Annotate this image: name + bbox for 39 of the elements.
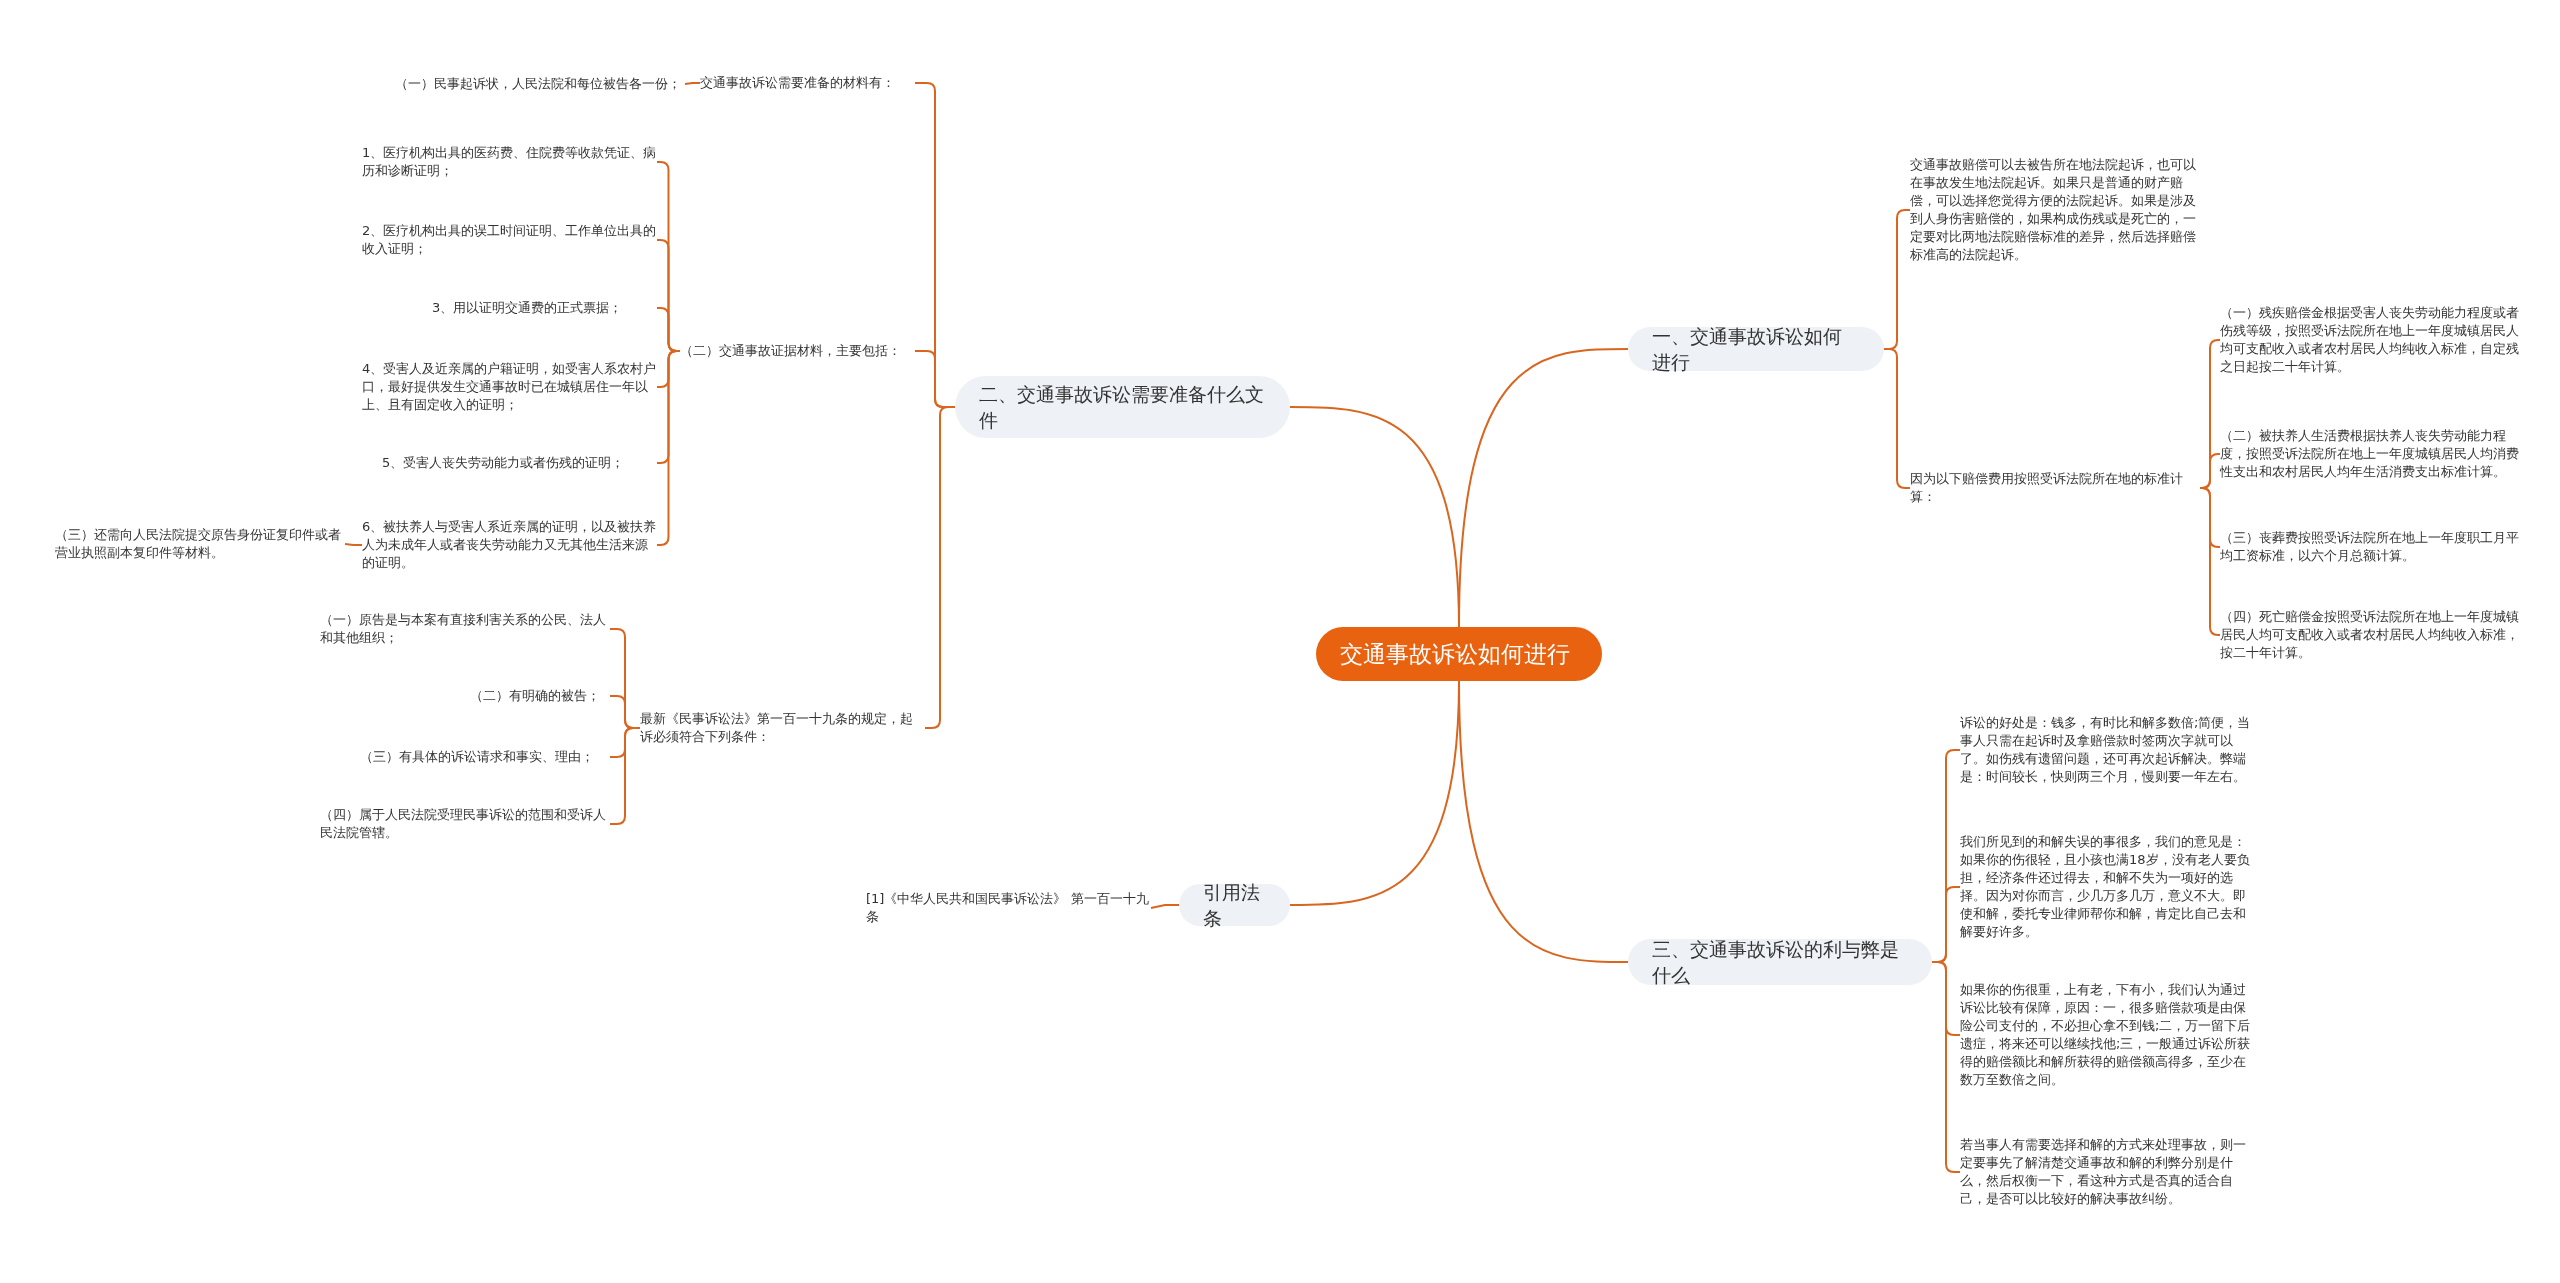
note-text: （一）民事起诉状，人民法院和每位被告各一份； <box>395 62 685 106</box>
topic-pill: 引用法条 <box>1179 884 1290 926</box>
connector-line <box>1289 406 1460 628</box>
connector-line <box>684 82 701 85</box>
note-text: 4、受害人及近亲属的户籍证明，如受害人系农村户口，最好提供发生交通事故时已在城镇居住一年以上、且有固定收入的证明； <box>362 356 657 418</box>
connector-line <box>1150 904 1180 909</box>
note-text: [1]《中华人民共和国民事诉讼法》 第一百一十九条 <box>866 886 1151 930</box>
note-text: （四）属于人民法院受理民事诉讼的范围和受诉人民法院管辖。 <box>320 802 610 846</box>
note-text: 我们所见到的和解失误的事很多，我们的意见是：如果你的伤很轻，且小孩也满18岁，没有老人要负担，经济条件还过得去，和解不失为一项好的选择。因为对你而言，少几万多几万，意义不大。即使和解，委托专业律师帮你和解，肯定比自己去和解要好许多。 <box>1960 828 2255 946</box>
connector-line <box>1458 680 1629 963</box>
note-text: 3、用以证明交通费的正式票据； <box>432 296 657 320</box>
topic-pill: 二、交通事故诉讼需要准备什么文件 <box>955 376 1290 438</box>
note-text: 交通事故诉讼需要准备的材料有： <box>700 70 915 96</box>
note-text: 交通事故赔偿可以去被告所在地法院起诉，也可以在事故发生地法院起诉。如果只是普通的财产赔偿，可以选择您觉得方便的法院起诉。如果是涉及到人身伤害赔偿的，如果构成伤残或是死亡的，一定要对比两地法院赔偿标准的差异，然后选择赔偿标准高的法院起诉。 <box>1910 150 2200 270</box>
central-topic: 交通事故诉讼如何进行 <box>1316 627 1602 681</box>
connector-line <box>344 543 363 546</box>
note-text: 2、医疗机构出具的误工时间证明、工作单位出具的收入证明； <box>362 218 657 262</box>
note-text: 最新《民事诉讼法》第一百一十九条的规定，起诉必须符合下列条件： <box>640 706 925 750</box>
note-text: （三）有具体的诉讼请求和事实、理由； <box>360 745 610 769</box>
note-text: （二）交通事故证据材料，主要包括： <box>680 338 915 364</box>
note-text: 诉讼的好处是：钱多，有时比和解多数倍;简便，当事人只需在起诉时及拿赔偿款时签两次字就可以了。如伤残有遗留问题，还可再次起诉解决。弊端是：时间较长，快则两三个月，慢则要一年左右。 <box>1960 700 2255 800</box>
note-text: 6、被扶养人与受害人系近亲属的证明，以及被扶养人为未成年人或者丧失劳动能力又无其他生活来源的证明。 <box>362 514 657 576</box>
note-text: （一）残疾赔偿金根据受害人丧失劳动能力程度或者伤残等级，按照受诉法院所在地上一年度城镇居民人均可支配收入或者农村居民人均纯收入标准，自定残之日起按二十年计算。 <box>2220 300 2520 380</box>
note-text: 若当事人有需要选择和解的方式来处理事故，则一定要事先了解清楚交通事故和解的利弊分别是什么，然后权衡一下，看这种方式是否真的适合自己，是否可以比较好的解决事故纠纷。 <box>1960 1122 2255 1222</box>
note-text: （二）有明确的被告； <box>470 684 610 708</box>
note-text: （二）被扶养人生活费根据扶养人丧失劳动能力程度，按照受诉法院所在地上一年度城镇居民人均消费性支出和农村居民人均年生活消费支出标准计算。 <box>2220 414 2520 494</box>
note-text: 1、医疗机构出具的医药费、住院费等收款凭证、病历和诊断证明； <box>362 140 657 184</box>
note-text: （一）原告是与本案有直接利害关系的公民、法人和其他组织； <box>320 607 610 651</box>
note-text: （四）死亡赔偿金按照受诉法院所在地上一年度城镇居民人均可支配收入或者农村居民人均纯收入标准，按二十年计算。 <box>2220 600 2520 670</box>
connector-line <box>656 350 681 546</box>
note-text: （三）丧葬费按照受诉法院所在地上一年度职工月平均工资标准，以六个月总额计算。 <box>2220 525 2520 569</box>
note-text: 如果你的伤很重，上有老，下有小，我们认为通过诉讼比较有保障，原因：一，很多赔偿款项是由保险公司支付的，不必担心拿不到钱;二，万一留下后遗症，将来还可以继续找他;三，一般通过诉讼所获得的赔偿额比和解所获得的赔偿额高得多，至少在数万至数倍之间。 <box>1960 976 2255 1094</box>
note-text: 因为以下赔偿费用按照受诉法院所在地的标准计算： <box>1910 466 2200 510</box>
note-text: （三）还需向人民法院提交原告身份证复印件或者营业执照副本复印件等材料。 <box>55 522 345 566</box>
topic-pill: 三、交通事故诉讼的利与弊是什么 <box>1628 939 1932 985</box>
connector-line <box>2199 487 2221 636</box>
note-text: 5、受害人丧失劳动能力或者伤残的证明； <box>382 451 657 475</box>
topic-pill: 一、交通事故诉讼如何进行 <box>1628 327 1884 371</box>
connector-line <box>924 406 956 729</box>
